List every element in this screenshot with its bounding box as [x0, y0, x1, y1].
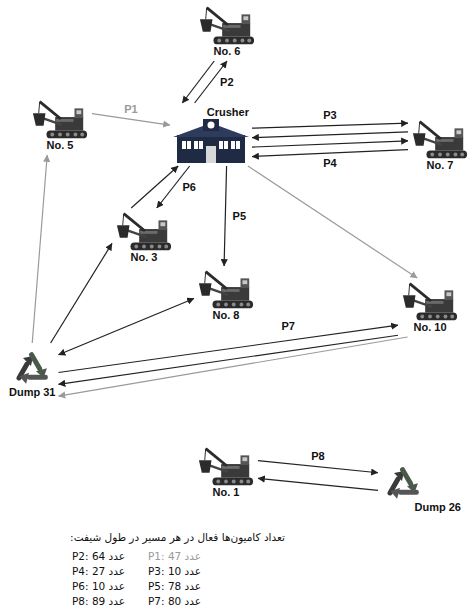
recycle-picture [390, 470, 422, 501]
table-cell: P4: 27 عدد [72, 565, 125, 578]
shovel-picture [199, 449, 253, 486]
table-cell: P5: 78 عدد [148, 580, 201, 593]
shovel-icon [197, 269, 255, 309]
shovel-icon [197, 446, 255, 486]
table-cell: P8: 89 عدد [72, 595, 125, 608]
table-cell: P1: 47 عدد [148, 550, 201, 563]
haul-route [182, 61, 214, 103]
route-label: P2 [218, 76, 235, 89]
table-cell: P2: 64 عدد [72, 550, 125, 563]
shovel-picture [33, 102, 87, 139]
shovel-node: No. 10 [398, 278, 462, 337]
node-label: No. 1 [213, 486, 240, 499]
haul-route [58, 335, 398, 384]
shovel-icon [31, 99, 89, 139]
table-cell: P7: 80 عدد [148, 595, 201, 608]
shovel-node: No. 6 [195, 2, 259, 61]
node-label: No. 6 [214, 45, 241, 58]
route-label: P6 [181, 181, 198, 194]
haul-route [131, 166, 178, 208]
shovel-picture [403, 284, 457, 321]
haul-route [224, 166, 227, 266]
haul-route [252, 150, 408, 157]
shovel-icon [411, 119, 469, 159]
recycle-icon [381, 461, 425, 501]
table-heading: تعداد کامیون‌ها فعال در هر مسیر در طول ش… [70, 531, 285, 544]
haul-route [58, 325, 398, 372]
shovel-node: No. 7 [408, 116, 472, 175]
node-label: No. 10 [413, 321, 446, 334]
route-label: P1 [122, 103, 139, 116]
recycle-icon [10, 346, 54, 386]
recycle-picture [19, 355, 51, 386]
node-label: No. 7 [427, 159, 454, 172]
table-cell: P6: 10 عدد [72, 580, 125, 593]
crusher-node: Crusher [170, 103, 252, 166]
shovel-node: No. 3 [112, 208, 176, 267]
haul-route [258, 478, 378, 490]
route-label: P4 [321, 157, 338, 170]
haul-route [32, 155, 47, 343]
table-cell: P3: 10 عدد [148, 565, 201, 578]
shovel-picture [200, 8, 254, 45]
shovel-picture [117, 214, 171, 251]
shovel-icon [198, 5, 256, 45]
shovel-node: No. 1 [194, 443, 258, 502]
haul-route [58, 337, 407, 396]
haul-route [51, 243, 112, 343]
dump-node: Dump 26 [378, 458, 464, 517]
haul-route [252, 123, 408, 128]
node-label: No. 5 [47, 139, 74, 152]
node-label: Crusher [207, 106, 249, 119]
route-label: P8 [309, 450, 326, 463]
shovel-picture [199, 272, 253, 309]
haul-route [248, 166, 417, 278]
crusher-icon [173, 119, 249, 163]
node-label: Dump 31 [9, 386, 55, 399]
shovel-node: No. 8 [194, 266, 258, 325]
node-label: Dump 26 [415, 501, 461, 514]
haul-route [252, 132, 408, 138]
shovel-icon [401, 281, 459, 321]
shovel-icon [115, 211, 173, 251]
shovel-picture [413, 122, 467, 159]
crusher-picture [173, 119, 249, 163]
route-label: P5 [231, 210, 248, 223]
dump-node: Dump 31 [6, 343, 58, 402]
route-label: P7 [280, 320, 297, 333]
route-label: P3 [321, 109, 338, 122]
haul-route [58, 298, 194, 354]
node-label: No. 8 [213, 309, 240, 322]
node-label: No. 3 [131, 251, 158, 264]
haul-route [252, 141, 408, 147]
shovel-node: No. 5 [28, 96, 92, 155]
